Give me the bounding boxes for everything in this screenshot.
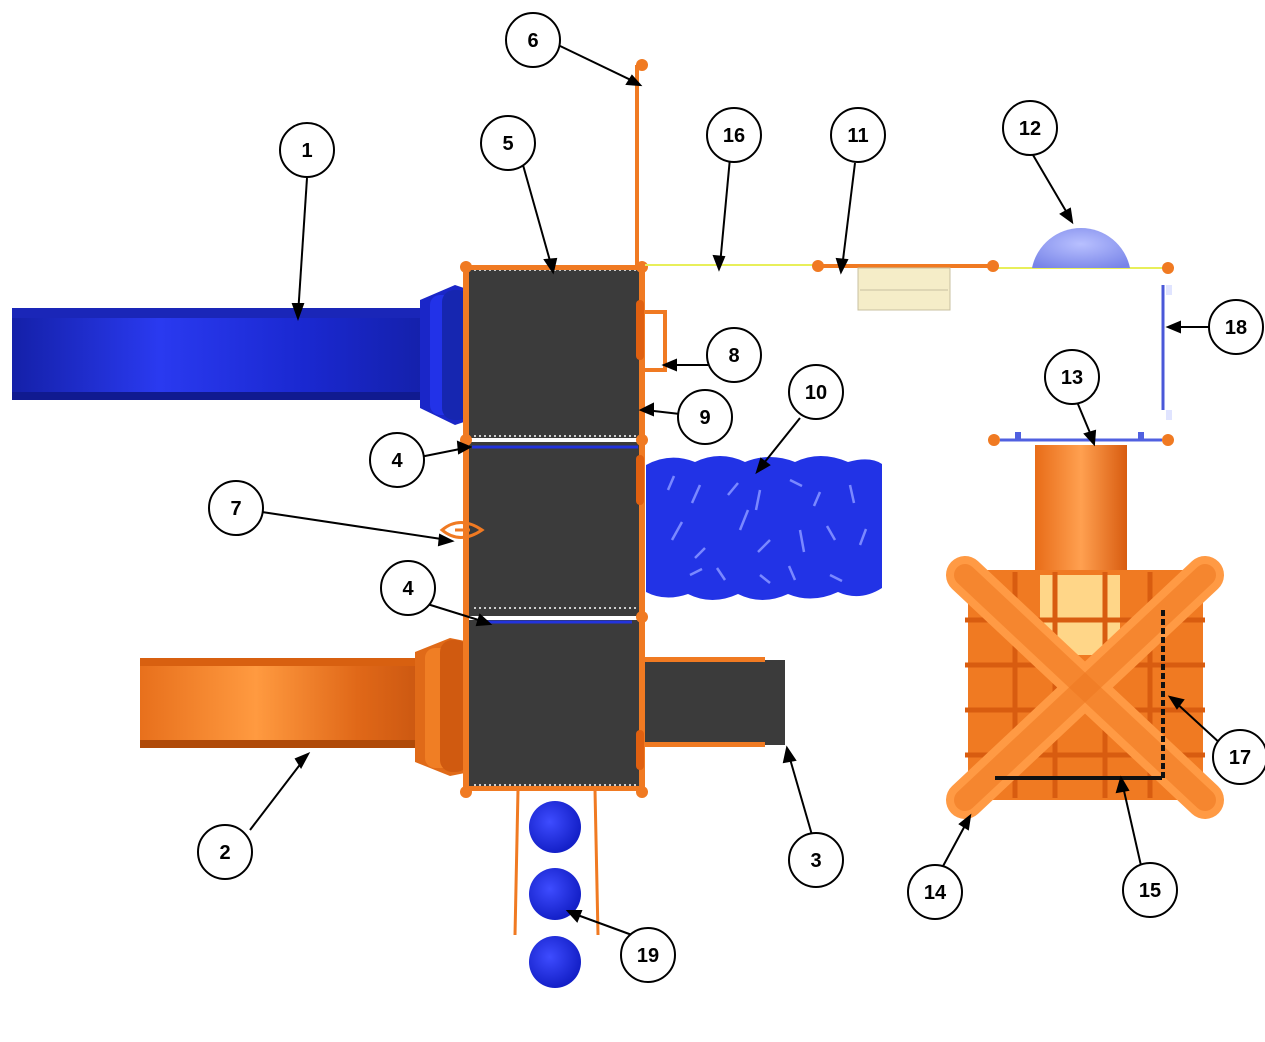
callout-number: 6 (527, 30, 538, 52)
callout-circle (1122, 862, 1178, 918)
orange-slide (140, 638, 470, 776)
callout-number: 12 (1019, 118, 1041, 140)
callout-circle (788, 364, 844, 420)
callout-number: 5 (502, 133, 513, 155)
callout-number: 14 (924, 882, 947, 904)
bridge (645, 260, 1168, 311)
callout-number: 9 (699, 407, 710, 429)
callout-circle (369, 432, 425, 488)
callout-circle (907, 864, 963, 920)
callout-5: 5 (480, 115, 536, 171)
callout-19: 19 (620, 927, 676, 983)
callout-number: 18 (1225, 317, 1247, 339)
callout-number: 15 (1139, 880, 1161, 902)
tube-slide-top (988, 432, 1162, 446)
callout-circle (620, 927, 676, 983)
callout-3: 3 (788, 832, 844, 888)
rock-wall (646, 456, 882, 600)
callout-circle (706, 107, 762, 163)
callout-number: 4 (391, 450, 403, 472)
callout-circle (788, 832, 844, 888)
ladder (513, 789, 600, 988)
callout-7: 7 (208, 480, 264, 536)
callout-circle (1002, 100, 1058, 156)
callout-circle (480, 115, 536, 171)
callout-number: 16 (723, 125, 745, 147)
ramp (645, 657, 785, 747)
flag-post (635, 59, 648, 268)
tube-tower (946, 445, 1224, 819)
callout-circle (505, 12, 561, 68)
callout-number: 11 (847, 125, 868, 147)
callout-number: 4 (402, 578, 414, 600)
callout-number: 3 (810, 850, 821, 872)
grab-handle (644, 310, 667, 372)
callout-17: 17 (1212, 729, 1265, 785)
callout-14: 14 (907, 864, 963, 920)
callout-9: 9 (677, 389, 733, 445)
callout-circle (1212, 729, 1265, 785)
callout-circle (380, 560, 436, 616)
callout-6: 6 (505, 12, 561, 68)
callout-16: 16 (706, 107, 762, 163)
side-panel (1161, 262, 1174, 446)
callout-2: 2 (197, 824, 253, 880)
callout-10: 10 (788, 364, 844, 420)
telescope (439, 521, 485, 539)
callout-4: 4 (369, 432, 425, 488)
callout-circle (1044, 349, 1100, 405)
deck-platform (460, 261, 648, 798)
callout-number: 1 (301, 140, 312, 162)
callout-15: 15 (1122, 862, 1178, 918)
callout-number: 17 (1229, 747, 1251, 769)
callout-number: 8 (728, 345, 739, 367)
callout-number: 10 (805, 382, 827, 404)
callout-circle (677, 389, 733, 445)
callout-circle (279, 122, 335, 178)
callout-number: 7 (230, 498, 241, 520)
callout-8: 8 (706, 327, 762, 383)
callout-circle (208, 480, 264, 536)
callout-circle (1208, 299, 1264, 355)
leader-lines (249, 44, 1223, 936)
callout-number: 19 (637, 945, 659, 967)
dome (1032, 227, 1130, 268)
callout-circle (706, 327, 762, 383)
callout-circle (830, 107, 886, 163)
callout-13: 13 (1044, 349, 1100, 405)
callout-number: 13 (1061, 367, 1083, 389)
callout-number: 2 (219, 842, 230, 864)
callout-12: 12 (1002, 100, 1058, 156)
callout-18: 18 (1208, 299, 1264, 355)
callout-11: 11 (830, 107, 886, 163)
callout-4: 4 (380, 560, 436, 616)
blue-slide (12, 285, 470, 425)
callout-1: 1 (279, 122, 335, 178)
callout-circle (197, 824, 253, 880)
